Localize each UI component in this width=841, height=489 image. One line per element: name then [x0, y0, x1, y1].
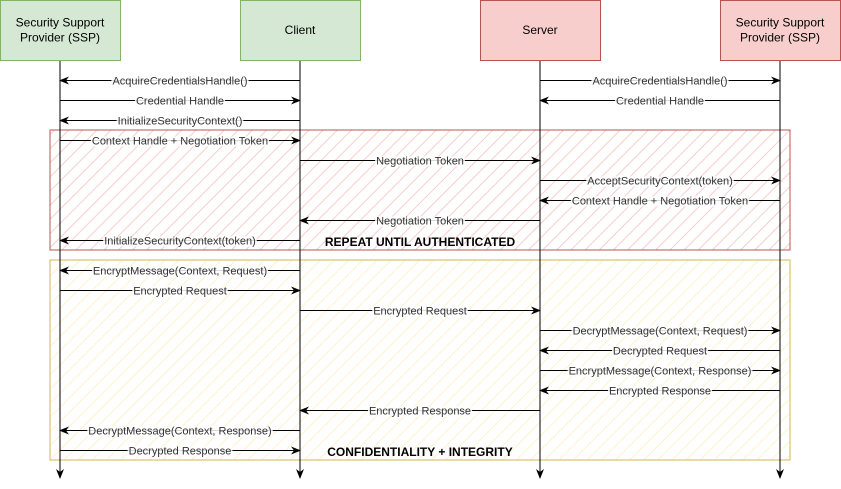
message-label-bg: [132, 286, 228, 297]
message-label: Decrypted Response: [129, 446, 232, 458]
message-arrow: DecryptMessage(Context, Response): [59, 426, 300, 438]
message-label: Encrypted Response: [369, 406, 471, 418]
message-arrow: AcquireCredentialsHandle(): [540, 76, 781, 88]
message-label-bg: [367, 406, 473, 417]
message-label-bg: [91, 266, 269, 277]
actor-client: Client: [240, 0, 361, 61]
message-label: AcceptSecurityContext(token): [587, 176, 733, 188]
message-arrow: Context Handle + Negotiation Token: [60, 136, 301, 148]
messages-layer: AcquireCredentialsHandle() AcquireCredent…: [59, 76, 781, 458]
actor-server: Server: [480, 0, 601, 61]
message-label-bg: [570, 196, 750, 207]
actor-label: Client: [285, 23, 316, 37]
repeat-frame: REPEAT UNTIL AUTHENTICATED: [49, 129, 791, 251]
message-label-bg: [87, 426, 273, 437]
actor-label: Security Support: [16, 16, 105, 30]
message-label-bg: [372, 306, 468, 317]
message-arrow: Context Handle + Negotiation Token: [539, 196, 780, 208]
actor-box: [0, 0, 121, 61]
message-arrow: Negotiation Token: [300, 156, 541, 168]
message-label: DecryptMessage(Context, Request): [573, 326, 748, 338]
message-label: EncryptMessage(Context, Response): [569, 366, 752, 378]
message-label: Decrypted Request: [613, 346, 707, 358]
message-arrow: Decrypted Response: [60, 446, 301, 458]
message-label-bg: [567, 366, 753, 377]
message-arrow: Credential Handle: [60, 96, 301, 108]
message-label-bg: [586, 176, 734, 187]
message-label: Context Handle + Negotiation Token: [572, 196, 748, 208]
actor-box: [720, 0, 841, 61]
message-label: Encrypted Request: [373, 306, 467, 318]
message-label: Credential Handle: [616, 96, 704, 108]
actor-label: Provider (SSP): [20, 31, 100, 45]
message-label: Credential Handle: [136, 96, 224, 108]
message-label: Encrypted Request: [133, 286, 227, 298]
actor-label: Security Support: [736, 16, 825, 30]
message-label: InitializeSecurityContext(token): [104, 236, 256, 248]
message-arrow: Encrypted Response: [539, 386, 780, 398]
message-arrow: Negotiation Token: [299, 216, 540, 228]
message-arrow: Credential Handle: [539, 96, 780, 108]
message-arrow: InitializeSecurityContext(token): [59, 236, 300, 248]
message-arrow: Encrypted Request: [300, 306, 541, 318]
message-label-bg: [607, 386, 713, 397]
message-label-bg: [375, 156, 465, 167]
message-label: AcquireCredentialsHandle(): [592, 76, 727, 88]
message-label: EncryptMessage(Context, Request): [93, 266, 267, 278]
message-arrow: AcquireCredentialsHandle(): [59, 76, 300, 88]
actor-label: Server: [522, 23, 557, 37]
frame-box: [49, 129, 791, 251]
actor-box: [240, 0, 361, 61]
message-arrow: EncryptMessage(Context, Request): [59, 266, 300, 278]
message-arrow: EncryptMessage(Context, Response): [540, 366, 781, 378]
message-label-bg: [611, 346, 709, 357]
message-label: AcquireCredentialsHandle(): [112, 76, 247, 88]
message-label: Context Handle + Negotiation Token: [92, 136, 268, 148]
message-label: Negotiation Token: [376, 156, 464, 168]
message-label-bg: [116, 116, 244, 127]
message-label-bg: [127, 446, 233, 457]
message-label-bg: [134, 96, 226, 107]
message-arrow: Encrypted Response: [299, 406, 540, 418]
message-label-bg: [571, 326, 749, 337]
message-label-bg: [375, 216, 465, 227]
message-label: DecryptMessage(Context, Response): [88, 426, 271, 438]
message-label-bg: [111, 76, 249, 87]
message-arrow: Decrypted Request: [539, 346, 780, 358]
message-arrow: InitializeSecurityContext(): [59, 116, 300, 128]
message-label: Negotiation Token: [376, 216, 464, 228]
message-label-bg: [614, 96, 706, 107]
actor-label: Provider (SSP): [740, 31, 820, 45]
message-arrow: AcceptSecurityContext(token): [540, 176, 781, 188]
message-label: Encrypted Response: [609, 386, 711, 398]
message-label: InitializeSecurityContext(): [118, 116, 243, 128]
message-arrow: Encrypted Request: [60, 286, 301, 298]
frame-label: CONFIDENTIALITY + INTEGRITY: [327, 445, 512, 459]
message-label-bg: [90, 136, 270, 147]
message-arrow: DecryptMessage(Context, Request): [540, 326, 781, 338]
actor-box: [480, 0, 601, 61]
frame-label: REPEAT UNTIL AUTHENTICATED: [325, 235, 516, 249]
message-label-bg: [103, 236, 257, 247]
message-label-bg: [591, 76, 729, 87]
